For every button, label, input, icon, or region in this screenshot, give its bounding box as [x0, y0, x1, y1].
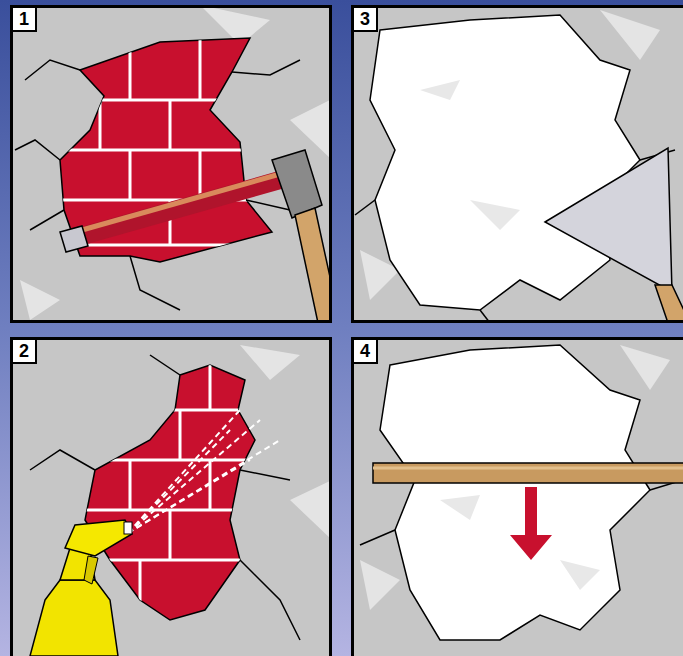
callout-number: 4 — [354, 340, 378, 364]
callout-number: 2 — [13, 340, 37, 364]
callout-number: 1 — [13, 8, 37, 32]
panel — [351, 337, 683, 656]
panel — [351, 5, 683, 323]
panel — [10, 5, 332, 323]
panel — [10, 337, 332, 656]
callout-number: 3 — [354, 8, 378, 32]
